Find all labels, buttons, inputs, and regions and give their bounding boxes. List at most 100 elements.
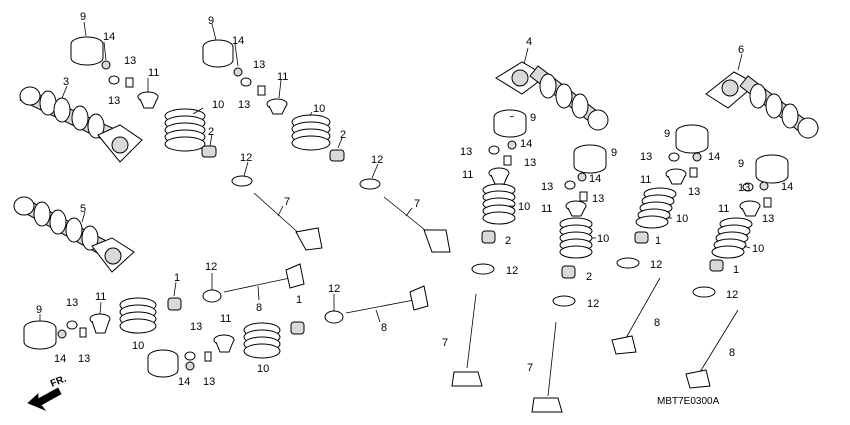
callout-13: 13 [524,157,536,169]
spring-10-bl [119,297,157,334]
shim-13-bm [184,351,196,361]
retainer-11-c2 [565,200,587,217]
callout-13: 13 [592,193,604,205]
callout-13: 13 [738,182,750,194]
valve-8-a [223,263,305,293]
callout-7: 7 [284,196,290,208]
callout-14: 14 [520,138,532,150]
callout-2: 2 [505,235,511,247]
callout-12: 12 [240,152,252,164]
callout-13: 13 [762,213,774,225]
stem-seal-2-tl [201,145,217,158]
keeper-13-tm [257,85,266,96]
callout-2: 2 [340,129,346,141]
diagram-code: MBT7E0300A [657,396,720,407]
callout-13: 13 [78,353,90,365]
keeper-13-r2 [763,197,772,208]
callout-11: 11 [95,291,106,303]
valve-7-c1 [451,293,483,387]
callout-11: 11 [541,203,552,215]
callout-14: 14 [232,35,244,47]
spring-10-r2 [711,217,753,259]
callout-7: 7 [414,198,420,210]
callout-13: 13 [253,59,265,71]
valve-lifter-9-bl [23,320,57,350]
spring-10-tm [291,114,331,151]
keeper-13-tl [125,77,134,88]
callout-3: 3 [63,76,69,88]
cotter-14-r1 [692,152,702,162]
keeper-13-bl [79,327,87,338]
callout-14: 14 [589,173,601,185]
shim-13-c2 [564,180,576,190]
callout-12: 12 [328,283,340,295]
valve-lifter-9-tl [70,36,104,66]
valve-lifter-9-c1 [493,109,527,138]
valve-lifter-9-r1 [675,124,709,154]
callout-7: 7 [527,362,533,374]
keeper-13-c2 [579,191,588,202]
camshaft-3 [19,86,143,163]
keeper-13-r1 [689,167,698,178]
callout-13: 13 [124,55,136,67]
camshaft-4 [495,61,609,131]
callout-13: 13 [190,321,202,333]
callout-10: 10 [257,363,269,375]
callout-14: 14 [781,181,793,193]
callout-9: 9 [208,15,214,27]
spring-10-c1 [482,183,516,225]
retainer-11-r1 [665,168,687,185]
callout-9: 9 [664,128,670,140]
cotter-14-tm [233,67,243,77]
leader-lines [39,21,751,323]
retainer-11-bl [89,313,111,334]
spring-seat-12-r1 [616,257,640,269]
spring-10-tl [164,108,206,152]
valve-8-r1 [611,277,661,355]
camshaft-5 [13,196,135,273]
shim-13-r1 [668,152,680,162]
spring-10-bm [243,322,281,359]
callout-8: 8 [654,317,660,329]
callout-13: 13 [688,186,700,198]
callout-12: 12 [205,261,217,273]
cotter-14-r2 [759,181,769,191]
callout-14: 14 [178,376,190,388]
front-direction-arrow: FR. [27,373,68,411]
spring-seat-12-a [231,175,253,187]
valve-7-b [383,196,451,253]
retainer-11-tl [137,91,159,109]
callout-10: 10 [597,233,609,245]
spring-seat-12-r2 [692,286,716,298]
cotter-14-bl [57,329,67,339]
front-label: FR. [49,373,68,389]
callout-11: 11 [640,174,651,186]
camshaft-6 [705,71,819,139]
valve-8-b [345,285,429,314]
callout-10: 10 [313,103,325,115]
callout-14: 14 [708,151,720,163]
retainer-11-c1 [488,167,510,185]
callout-1: 1 [733,264,739,276]
valve-7-c2 [531,321,563,413]
callout-12: 12 [371,154,383,166]
callout-2: 2 [208,126,214,138]
spring-10-r1 [635,187,677,229]
callout-12: 12 [726,289,738,301]
keeper-13-c1 [503,155,512,166]
spring-seat-12-b [359,178,381,190]
callout-1: 1 [296,294,302,306]
keeper-13-bm [204,351,212,362]
callout-13: 13 [460,146,472,158]
callout-11: 11 [462,169,473,181]
stem-seal-1-r2 [709,259,724,272]
callout-13: 13 [203,376,215,388]
spring-seat-12-c1 [471,263,495,275]
stem-seal-1-r1 [634,231,649,244]
cotter-14-c1 [507,140,517,150]
cotter-14-bm [185,361,195,371]
callout-6: 6 [738,44,744,56]
callout-2: 2 [586,271,592,283]
callout-11: 11 [220,313,231,325]
